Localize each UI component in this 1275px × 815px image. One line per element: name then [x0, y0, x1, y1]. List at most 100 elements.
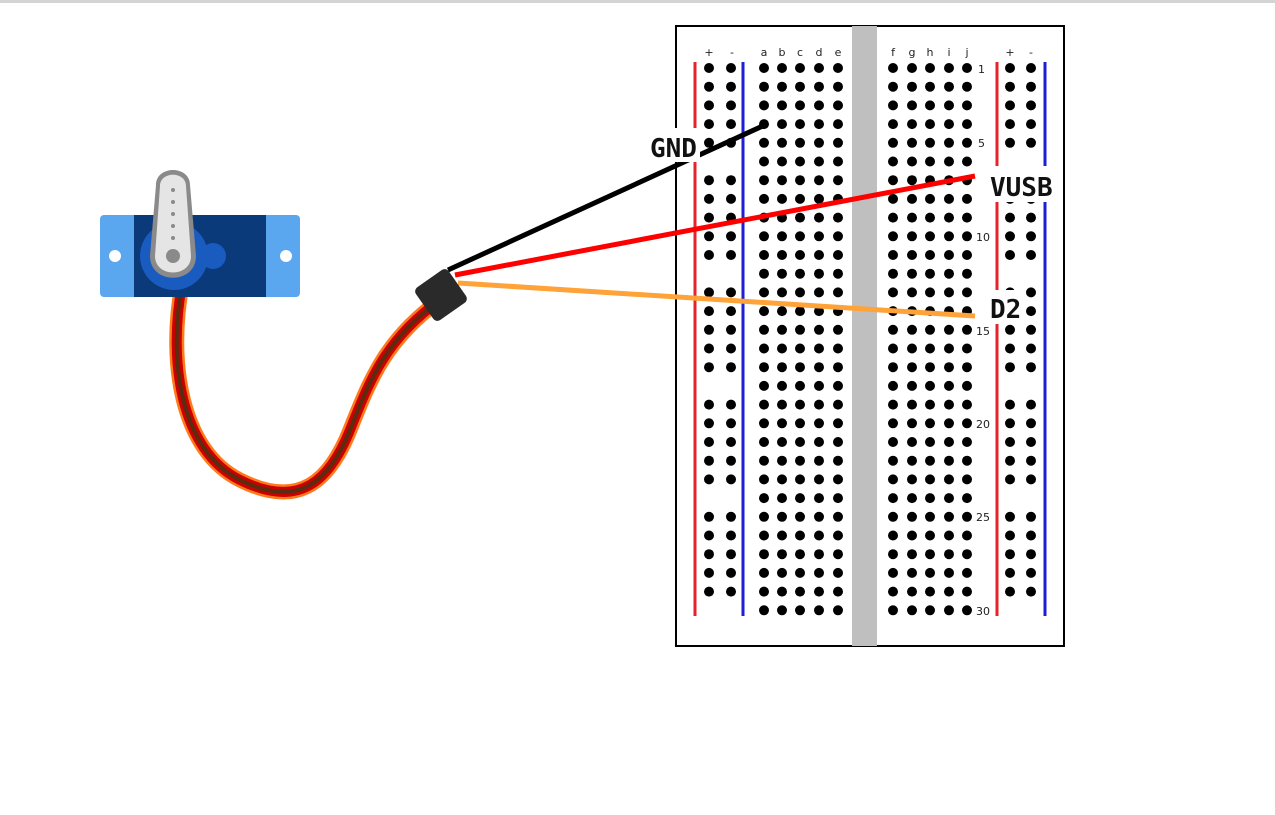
hole-g24[interactable] — [907, 493, 917, 504]
hole-g13[interactable] — [907, 287, 917, 298]
hole-j28[interactable] — [962, 567, 972, 578]
hole-g20[interactable] — [907, 418, 917, 429]
rail-hole-right-minus-9[interactable] — [1026, 212, 1036, 223]
hole-f17[interactable] — [888, 362, 898, 373]
hole-f21[interactable] — [888, 437, 898, 447]
hole-i16[interactable] — [944, 343, 954, 354]
hole-e7[interactable] — [833, 175, 843, 186]
hole-c19[interactable] — [795, 399, 805, 410]
hole-e1[interactable] — [833, 63, 843, 73]
hole-i11[interactable] — [944, 250, 954, 260]
hole-b2[interactable] — [777, 81, 787, 92]
rail-hole-right-minus-11[interactable] — [1026, 250, 1036, 260]
hole-h23[interactable] — [925, 474, 935, 485]
hole-e19[interactable] — [833, 399, 843, 410]
hole-d1[interactable] — [814, 63, 824, 73]
hole-e11[interactable] — [833, 250, 843, 260]
hole-g22[interactable] — [907, 455, 917, 466]
rail-hole-right-minus-1[interactable] — [1026, 63, 1036, 73]
hole-e27[interactable] — [833, 549, 843, 560]
hole-e25[interactable] — [833, 511, 843, 522]
hole-e29[interactable] — [833, 586, 843, 597]
hole-h30[interactable] — [925, 605, 935, 616]
hole-a1[interactable] — [759, 63, 769, 73]
hole-i13[interactable] — [944, 287, 954, 298]
hole-b23[interactable] — [777, 474, 787, 485]
gnd-wire[interactable] — [446, 121, 769, 273]
rail-hole-right-plus-9[interactable] — [1005, 212, 1015, 223]
hole-f18[interactable] — [888, 380, 898, 391]
rail-hole-left-plus-28[interactable] — [704, 567, 714, 578]
hole-h13[interactable] — [925, 287, 935, 298]
hole-c17[interactable] — [795, 362, 805, 373]
hole-g12[interactable] — [907, 268, 917, 279]
rail-hole-right-plus-28[interactable] — [1005, 567, 1015, 578]
rail-hole-left-plus-23[interactable] — [704, 474, 714, 485]
hole-a21[interactable] — [759, 437, 769, 447]
hole-c28[interactable] — [795, 567, 805, 578]
rail-hole-left-minus-15[interactable] — [726, 324, 736, 335]
hole-c20[interactable] — [795, 418, 805, 429]
hole-b7[interactable] — [777, 175, 787, 186]
rail-hole-right-minus-19[interactable] — [1026, 399, 1036, 410]
rail-hole-right-minus-4[interactable] — [1026, 119, 1036, 130]
hole-i10[interactable] — [944, 231, 954, 242]
hole-f16[interactable] — [888, 343, 898, 354]
hole-g5[interactable] — [907, 137, 917, 148]
hole-j6[interactable] — [962, 156, 972, 167]
hole-a25[interactable] — [759, 511, 769, 522]
hole-j11[interactable] — [962, 250, 972, 260]
hole-b30[interactable] — [777, 605, 787, 616]
hole-g17[interactable] — [907, 362, 917, 373]
hole-a23[interactable] — [759, 474, 769, 485]
hole-i19[interactable] — [944, 399, 954, 410]
hole-c13[interactable] — [795, 287, 805, 298]
hole-j19[interactable] — [962, 399, 972, 410]
hole-f27[interactable] — [888, 549, 898, 560]
rail-hole-right-minus-23[interactable] — [1026, 474, 1036, 485]
hole-j30[interactable] — [962, 605, 972, 616]
hole-d8[interactable] — [814, 193, 824, 204]
hole-g18[interactable] — [907, 380, 917, 391]
hole-d28[interactable] — [814, 567, 824, 578]
hole-i28[interactable] — [944, 567, 954, 578]
hole-h10[interactable] — [925, 231, 935, 242]
hole-b21[interactable] — [777, 437, 787, 447]
hole-g28[interactable] — [907, 567, 917, 578]
hole-h17[interactable] — [925, 362, 935, 373]
hole-h19[interactable] — [925, 399, 935, 410]
rail-hole-right-plus-26[interactable] — [1005, 530, 1015, 541]
hole-j24[interactable] — [962, 493, 972, 504]
hole-f5[interactable] — [888, 137, 898, 148]
hole-j1[interactable] — [962, 63, 972, 73]
hole-a24[interactable] — [759, 493, 769, 504]
hole-b15[interactable] — [777, 324, 787, 335]
hole-i4[interactable] — [944, 119, 954, 130]
hole-b6[interactable] — [777, 156, 787, 167]
hole-j29[interactable] — [962, 586, 972, 597]
hole-a15[interactable] — [759, 324, 769, 335]
rail-hole-left-minus-13[interactable] — [726, 287, 736, 298]
hole-d17[interactable] — [814, 362, 824, 373]
rail-hole-left-minus-10[interactable] — [726, 231, 736, 242]
hole-b11[interactable] — [777, 250, 787, 260]
hole-f25[interactable] — [888, 511, 898, 522]
hole-c9[interactable] — [795, 212, 805, 223]
hole-c8[interactable] — [795, 193, 805, 204]
hole-h4[interactable] — [925, 119, 935, 130]
hole-d13[interactable] — [814, 287, 824, 298]
hole-i17[interactable] — [944, 362, 954, 373]
hole-g19[interactable] — [907, 399, 917, 410]
rail-hole-left-minus-14[interactable] — [726, 306, 736, 317]
hole-a7[interactable] — [759, 175, 769, 186]
rail-hole-right-minus-28[interactable] — [1026, 567, 1036, 578]
hole-d18[interactable] — [814, 380, 824, 391]
hole-d2[interactable] — [814, 81, 824, 92]
rail-hole-right-minus-10[interactable] — [1026, 231, 1036, 242]
rail-hole-right-plus-1[interactable] — [1005, 63, 1015, 73]
hole-f2[interactable] — [888, 81, 898, 92]
rail-hole-left-minus-11[interactable] — [726, 250, 736, 260]
hole-c27[interactable] — [795, 549, 805, 560]
hole-f26[interactable] — [888, 530, 898, 541]
rail-hole-left-plus-21[interactable] — [704, 437, 714, 447]
